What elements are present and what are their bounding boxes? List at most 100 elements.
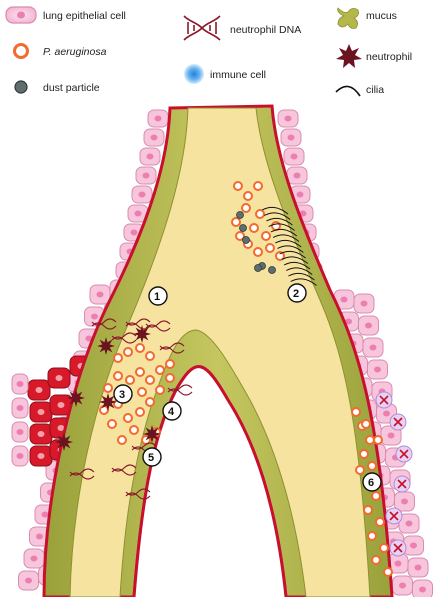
p-aeruginosa-icon xyxy=(124,414,132,422)
legend-dna-label: neutrophil DNA xyxy=(230,24,301,36)
svg-text:6: 6 xyxy=(368,477,374,489)
svg-text:3: 3 xyxy=(119,389,125,401)
legend-neutrophil-icon xyxy=(336,44,362,68)
inflamed-epithelial-cell xyxy=(28,380,50,400)
p-aeruginosa-icon xyxy=(114,372,122,380)
p-aeruginosa-icon xyxy=(136,368,144,376)
legend-mucus-label: mucus xyxy=(366,10,397,22)
p-aeruginosa-icon xyxy=(244,192,252,200)
immune-cell-icon xyxy=(376,392,392,408)
p-aeruginosa-icon xyxy=(254,182,262,190)
immune-cell-icon xyxy=(386,508,402,524)
airway xyxy=(44,106,392,597)
legend-bacteria-icon xyxy=(15,45,28,58)
legend-neutrophil-label: neutrophil xyxy=(366,51,412,63)
marker-4: 4 xyxy=(163,402,181,420)
marker-1: 1 xyxy=(149,287,167,305)
p-aeruginosa-icon xyxy=(364,506,372,514)
p-aeruginosa-icon xyxy=(362,420,370,428)
p-aeruginosa-icon xyxy=(100,406,108,414)
svg-text:2: 2 xyxy=(293,288,299,300)
epithelial-cell xyxy=(90,285,110,304)
dust-particle-icon xyxy=(240,225,247,232)
marker-6: 6 xyxy=(363,473,381,491)
epithelial-cell xyxy=(144,129,164,146)
p-aeruginosa-icon xyxy=(166,360,174,368)
p-aeruginosa-icon xyxy=(368,462,376,470)
legend-mucus-icon xyxy=(338,8,359,29)
epithelial-cell xyxy=(404,536,424,555)
p-aeruginosa-icon xyxy=(104,384,112,392)
epithelial-cell xyxy=(393,576,413,595)
epithelial-cell xyxy=(12,422,28,442)
inflamed-epithelial-cell xyxy=(30,424,52,444)
marker-2: 2 xyxy=(288,284,306,302)
p-aeruginosa-icon xyxy=(372,556,380,564)
immune-cell-icon xyxy=(390,414,406,430)
epithelial-cell xyxy=(395,492,415,511)
p-aeruginosa-icon xyxy=(262,232,270,240)
dust-particle-icon xyxy=(243,237,250,244)
p-aeruginosa-icon xyxy=(372,492,380,500)
epithelial-cell xyxy=(19,571,39,590)
p-aeruginosa-icon xyxy=(234,182,242,190)
dust-particle-icon xyxy=(269,267,276,274)
p-aeruginosa-icon xyxy=(138,388,146,396)
inflamed-epithelial-cell xyxy=(30,402,52,422)
epithelial-cell xyxy=(359,316,379,335)
legend-cilia-label: cilia xyxy=(366,84,384,96)
legend: lung epithelial cell P. aeruginosa dust … xyxy=(6,7,412,96)
p-aeruginosa-icon xyxy=(136,408,144,416)
epithelial-cell xyxy=(132,186,152,203)
p-aeruginosa-icon xyxy=(366,436,374,444)
epithelial-cell xyxy=(281,129,301,146)
p-aeruginosa-icon xyxy=(130,426,138,434)
legend-dust-label: dust particle xyxy=(43,82,100,94)
inflamed-epithelial-cell xyxy=(30,446,52,466)
legend-immune-cell-label: immune cell xyxy=(210,69,266,81)
legend-dust-icon xyxy=(15,81,27,93)
epithelial-cell xyxy=(24,549,44,568)
neutrophil-icon xyxy=(143,425,161,443)
marker-5: 5 xyxy=(143,448,161,466)
epithelial-cell xyxy=(287,167,307,184)
immune-cell-icon xyxy=(390,540,406,556)
epithelial-cell xyxy=(284,148,304,165)
immune-cell-icon xyxy=(394,476,410,492)
p-aeruginosa-icon xyxy=(156,386,164,394)
epithelial-cell xyxy=(148,110,168,127)
p-aeruginosa-icon xyxy=(380,544,388,552)
p-aeruginosa-icon xyxy=(360,450,368,458)
dust-particle-icon xyxy=(255,265,262,272)
p-aeruginosa-icon xyxy=(232,218,240,226)
epithelial-cell xyxy=(12,398,28,418)
epithelial-cell xyxy=(363,338,383,357)
p-aeruginosa-icon xyxy=(352,408,360,416)
epithelial-cell xyxy=(136,167,156,184)
immune-cell-icon xyxy=(396,446,412,462)
epithelial-cell xyxy=(354,294,374,313)
neutrophil-icon xyxy=(55,433,73,451)
p-aeruginosa-icon xyxy=(384,568,392,576)
p-aeruginosa-icon xyxy=(124,348,132,356)
p-aeruginosa-icon xyxy=(146,376,154,384)
epithelial-cell xyxy=(140,148,160,165)
p-aeruginosa-icon xyxy=(242,204,250,212)
p-aeruginosa-icon xyxy=(126,376,134,384)
legend-immune-cell-icon xyxy=(184,64,204,84)
p-aeruginosa-icon xyxy=(114,354,122,362)
epithelial-cell xyxy=(413,580,433,597)
p-aeruginosa-icon xyxy=(368,532,376,540)
epithelial-cell xyxy=(12,446,28,466)
p-aeruginosa-icon xyxy=(266,244,274,252)
p-aeruginosa-icon xyxy=(272,222,280,230)
p-aeruginosa-icon xyxy=(374,436,382,444)
dust-particle-icon xyxy=(237,212,244,219)
neutrophil-icon xyxy=(67,389,85,407)
epithelial-cell xyxy=(278,110,298,127)
p-aeruginosa-icon xyxy=(136,344,144,352)
epithelial-cell xyxy=(12,374,28,394)
p-aeruginosa-icon xyxy=(156,366,164,374)
legend-epithelial-cell-icon xyxy=(6,7,36,23)
